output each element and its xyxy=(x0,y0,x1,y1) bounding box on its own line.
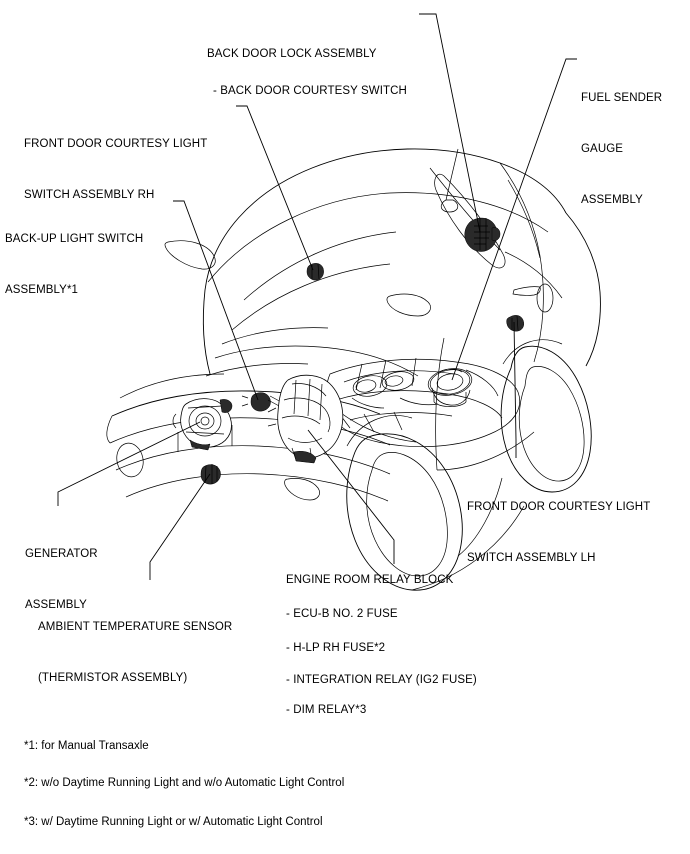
callout-front-door-courtesy-light-switch-lh: FRONT DOOR COURTESY LIGHT SWITCH ASSEMBL… xyxy=(467,465,650,601)
relay-block-item: - DIM RELAY*3 xyxy=(286,704,367,716)
leader-courtesy-lh xyxy=(513,321,517,458)
callout-line: (THERMISTOR ASSEMBLY) xyxy=(38,672,188,684)
callout-fuel-sender-gauge-assembly: FUEL SENDER GAUGE ASSEMBLY xyxy=(581,56,662,243)
callout-line: - BACK DOOR COURTESY SWITCH xyxy=(213,85,407,97)
callout-line: ASSEMBLY xyxy=(25,599,87,611)
footnote-2: *2: w/o Daytime Running Light and w/o Au… xyxy=(24,777,345,789)
relay-block-item: - ECU-B NO. 2 FUSE xyxy=(286,608,398,620)
callout-ambient-temperature-sensor: AMBIENT TEMPERATURE SENSOR (THERMISTOR A… xyxy=(38,585,232,721)
callout-back-up-light-switch-assembly: BACK-UP LIGHT SWITCH ASSEMBLY*1 xyxy=(5,197,143,333)
callout-back-door-lock-assembly: BACK DOOR LOCK ASSEMBLY xyxy=(207,12,377,97)
back-door-lock-assembly-part xyxy=(464,217,501,252)
generator-assembly-part xyxy=(172,398,233,451)
transmission-housing-part xyxy=(267,374,344,464)
engine-room-relay-block-part xyxy=(429,368,471,407)
callout-line: ASSEMBLY xyxy=(581,194,643,206)
leader-fuel-sender xyxy=(451,58,577,381)
callout-front-door-courtesy-light-switch-rh: FRONT DOOR COURTESY LIGHT SWITCH ASSEMBL… xyxy=(24,102,207,238)
leader-generator xyxy=(57,421,201,506)
callout-line: FRONT DOOR COURTESY LIGHT xyxy=(467,501,651,513)
leader-back-door-lock xyxy=(419,13,481,233)
callout-line: SWITCH ASSEMBLY LH xyxy=(467,552,596,564)
front-door-courtesy-switch-lh-part xyxy=(506,315,525,332)
callout-line: AMBIENT TEMPERATURE SENSOR xyxy=(38,621,233,633)
callout-generator-assembly: GENERATOR ASSEMBLY xyxy=(25,512,98,648)
callout-back-door-courtesy-switch: - BACK DOOR COURTESY SWITCH xyxy=(213,49,407,134)
relay-block-item: - H-LP RH FUSE*2 xyxy=(286,642,386,654)
engine-room-relay-block-title: ENGINE ROOM RELAY BLOCK xyxy=(286,574,454,586)
callout-line: FUEL SENDER xyxy=(581,92,663,104)
engine-bay-cutaway xyxy=(325,357,520,448)
footnote-1: *1: for Manual Transaxle xyxy=(24,740,149,752)
callout-line: FRONT DOOR COURTESY LIGHT xyxy=(24,138,208,150)
leader-ambient-sensor xyxy=(149,473,211,580)
leader-relay-block xyxy=(307,429,395,564)
callout-line: GAUGE xyxy=(581,143,624,155)
footnote-3: *3: w/ Daytime Running Light or w/ Autom… xyxy=(24,816,323,828)
callout-line: BACK DOOR LOCK ASSEMBLY xyxy=(207,48,377,60)
front-door-courtesy-switch-rh-part xyxy=(306,263,324,281)
back-up-light-switch-part xyxy=(241,392,307,424)
ambient-temperature-sensor-part xyxy=(200,464,221,485)
callout-line: BACK-UP LIGHT SWITCH xyxy=(5,233,144,245)
callout-line: SWITCH ASSEMBLY RH xyxy=(24,189,155,201)
callout-line: GENERATOR xyxy=(25,548,98,560)
fuel-sender-gauge-part xyxy=(427,368,473,396)
relay-block-item: - INTEGRATION RELAY (IG2 FUSE) xyxy=(286,674,477,686)
callout-line: ASSEMBLY*1 xyxy=(5,284,79,296)
